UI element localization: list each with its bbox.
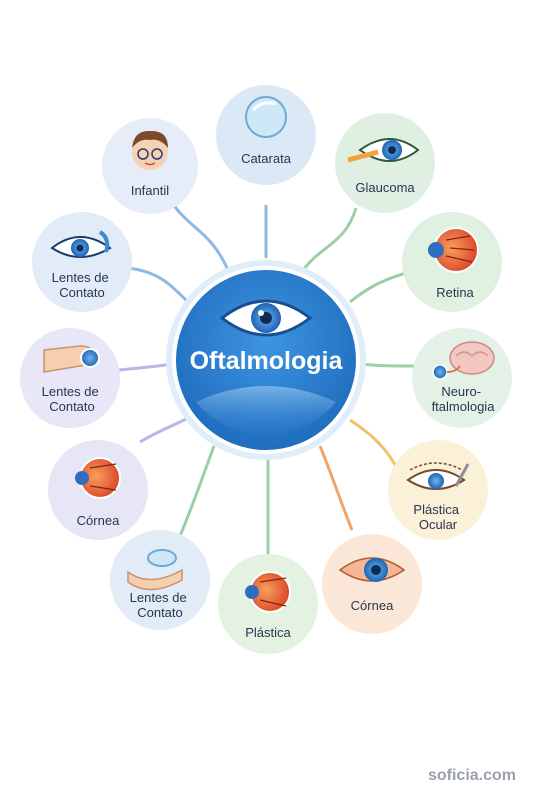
- node-retina[interactable]: Retina: [402, 212, 502, 312]
- node-lentes-contato-2[interactable]: Lentes de Contato: [20, 328, 120, 428]
- node-label-glaucoma: Glaucoma: [355, 180, 415, 195]
- node-plastica-ocular[interactable]: Plástica Ocular: [388, 440, 488, 540]
- connector-lentes-2: [117, 362, 173, 372]
- connector-neuro: [361, 362, 417, 368]
- watermark: soficia.com: [428, 767, 516, 784]
- node-plastica[interactable]: Plástica: [218, 554, 318, 654]
- node-label-retina: Retina: [436, 285, 474, 300]
- lens-icon: [245, 96, 287, 138]
- connector-lentes-1: [127, 266, 188, 302]
- connector-cornea-1: [139, 416, 189, 444]
- node-infantil[interactable]: Infantil: [102, 118, 198, 214]
- node-label-lentes-3: Lentes de Contato: [130, 590, 191, 620]
- node-label-infantil: Infantil: [131, 183, 169, 198]
- node-lentes-contato-3[interactable]: Lentes de Contato: [110, 530, 210, 630]
- node-label-cornea-1: Córnea: [77, 513, 120, 528]
- node-label-lentes-2: Lentes de Contato: [42, 384, 103, 414]
- eye-lashes-icon: [50, 230, 112, 258]
- node-neuro-oftalmologia[interactable]: Neuro- ftalmologia: [412, 328, 512, 428]
- eyelid-scalpel-icon: [406, 462, 470, 490]
- node-label-lentes-1: Lentes de Contato: [52, 270, 113, 300]
- node-cornea-2[interactable]: Córnea: [322, 534, 422, 634]
- eyeball-retina-icon: [428, 227, 479, 273]
- node-lentes-contato-1[interactable]: Lentes de Contato: [32, 212, 132, 312]
- brain-eye-icon: [432, 341, 495, 380]
- center-title: Oftalmologia: [190, 347, 344, 375]
- connector-infantil: [168, 199, 230, 271]
- finger-lens-icon: [43, 345, 100, 373]
- node-cornea-1[interactable]: Córnea: [48, 440, 148, 540]
- node-label-plastica: Plástica: [245, 625, 291, 640]
- eye-pressure-icon: [347, 138, 420, 163]
- connector-cornea-2: [318, 445, 354, 531]
- hand-lens-icon: [127, 549, 183, 591]
- node-label-catarata: Catarata: [241, 151, 292, 166]
- child-face-icon: [132, 130, 168, 170]
- connector-retina: [349, 270, 411, 304]
- eye-side-icon: [338, 557, 406, 582]
- node-label-neuro: Neuro- ftalmologia: [432, 384, 496, 414]
- eyeball-icon: [245, 571, 291, 613]
- node-glaucoma[interactable]: Glaucoma: [335, 113, 435, 213]
- node-catarata[interactable]: Catarata: [216, 85, 316, 185]
- node-label-cornea-2: Córnea: [351, 598, 394, 613]
- connector-glaucoma: [300, 207, 358, 273]
- connectors: [117, 199, 417, 560]
- central-node[interactable]: Oftalmologia: [166, 260, 366, 460]
- connector-lentes-3: [178, 445, 216, 537]
- node-label-plastica-ocular: Plástica Ocular: [413, 502, 462, 532]
- eye-icon: [219, 299, 313, 337]
- eyeball-icon: [75, 457, 121, 499]
- connector-plastica-ocular: [349, 418, 400, 471]
